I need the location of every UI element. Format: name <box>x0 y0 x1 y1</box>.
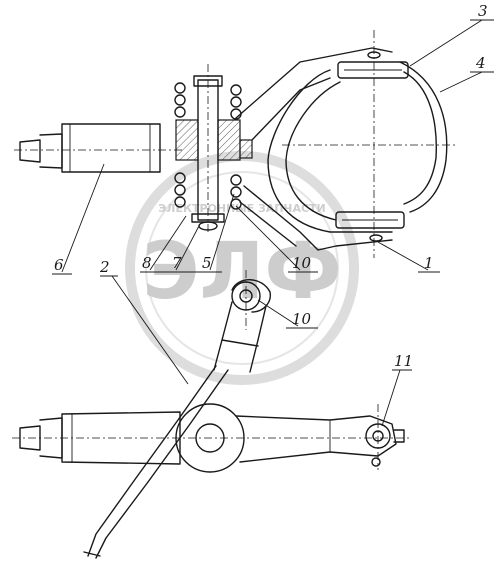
leader-lines <box>52 19 494 427</box>
callout-8: 8 <box>142 254 152 272</box>
callout-3: 3 <box>478 2 488 20</box>
callout-11: 11 <box>394 352 413 370</box>
lower-arm <box>12 403 410 473</box>
spring-bolt-assembly <box>174 64 253 232</box>
pivot-lever <box>213 270 271 373</box>
callout-7: 7 <box>172 254 182 272</box>
callout-labels: 3 4 6 2 8 7 5 10 1 10 11 <box>54 2 488 370</box>
callout-6: 6 <box>54 256 64 274</box>
callout-2: 2 <box>99 258 110 276</box>
callout-4: 4 <box>475 54 486 72</box>
clamp-band <box>235 30 458 258</box>
callout-10-upper: 10 <box>292 254 312 272</box>
housing-cylinder <box>14 123 184 173</box>
callout-1: 1 <box>424 254 434 272</box>
bent-rod <box>83 365 229 559</box>
watermark-ring-text: ЭЛЕКТРОННЫЕ ЗАПЧАСТИ <box>158 202 326 215</box>
callout-10-lower: 10 <box>292 310 312 328</box>
callout-5: 5 <box>202 254 212 272</box>
watermark: ЭЛФ ЭЛЕКТРОННЫЕ ЗАПЧАСТИ <box>125 151 359 385</box>
